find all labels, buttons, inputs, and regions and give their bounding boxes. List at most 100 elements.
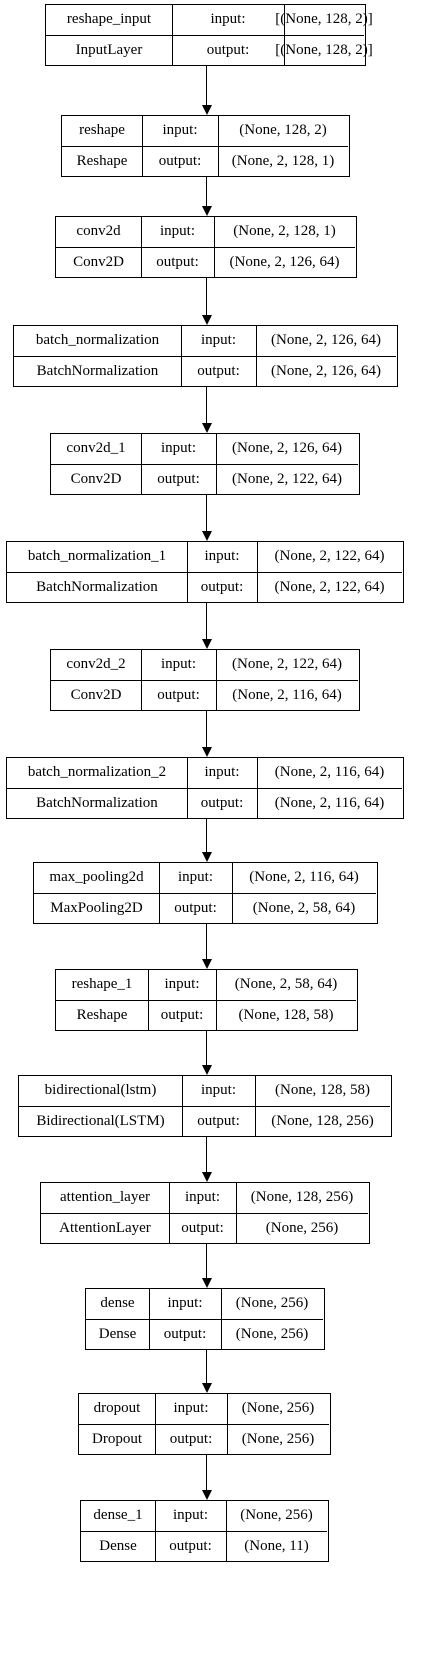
input-shape: (None, 2, 122, 64)	[232, 656, 342, 672]
output-label: output:	[157, 471, 200, 487]
input-shape: (None, 2, 126, 64)	[232, 440, 342, 456]
layer-node: bidirectional(lstm)Bidirectional(LSTM)in…	[18, 1075, 392, 1137]
output-label: output:	[160, 1007, 204, 1023]
connector-line	[206, 278, 207, 315]
arrow-head-icon	[202, 959, 212, 969]
input-shape: (None, 128, 256)	[250, 1189, 354, 1205]
input-label: input:	[160, 656, 196, 672]
output-shape: (None, 2, 58, 64)	[252, 900, 356, 916]
row-divider	[41, 1213, 368, 1214]
layer-name: dropout	[93, 1400, 141, 1416]
row-divider	[81, 1531, 327, 1532]
connector-line	[206, 1137, 207, 1172]
output-shape: (None, 256)	[235, 1326, 309, 1342]
output-label: output:	[197, 363, 240, 379]
input-shape: (None, 2, 116, 64)	[249, 869, 359, 885]
arrow-head-icon	[202, 852, 212, 862]
arrow-head-icon	[202, 315, 212, 325]
arrow-head-icon	[202, 1383, 212, 1393]
layer-type: Reshape	[76, 1007, 128, 1023]
arrow-head-icon	[202, 639, 212, 649]
input-label: input:	[184, 1189, 220, 1205]
input-label: input:	[200, 332, 236, 348]
layer-type: Dropout	[92, 1431, 142, 1447]
row-divider	[56, 247, 355, 248]
layer-name: max_pooling2d	[49, 869, 144, 885]
input-shape: (None, 2, 122, 64)	[274, 548, 385, 564]
layer-type: Reshape	[76, 153, 128, 169]
row-divider	[7, 572, 402, 573]
connector-line	[206, 66, 207, 105]
layer-type: Conv2D	[73, 254, 124, 270]
layer-type: Conv2D	[70, 687, 122, 703]
row-divider	[51, 464, 358, 465]
input-label: input:	[177, 869, 213, 885]
connector-line	[206, 1350, 207, 1383]
row-divider	[51, 680, 358, 681]
layer-name: reshape	[79, 122, 125, 138]
row-divider	[79, 1424, 329, 1425]
input-shape: (None, 2, 126, 64)	[271, 332, 381, 348]
layer-type: BatchNormalization	[36, 795, 158, 811]
input-shape: (None, 128, 58)	[275, 1082, 370, 1098]
input-label: input:	[160, 440, 196, 456]
connector-line	[206, 1455, 207, 1490]
output-shape: (None, 256)	[241, 1431, 315, 1447]
input-label: input:	[164, 976, 200, 992]
layer-type: Dense	[98, 1326, 137, 1342]
output-label: output:	[197, 1113, 240, 1129]
output-label: output:	[200, 579, 244, 595]
output-shape: [(None, 128, 2)]	[275, 42, 373, 58]
connector-line	[206, 924, 207, 959]
output-label: output:	[156, 254, 199, 270]
connector-line	[206, 1244, 207, 1278]
input-shape: (None, 128, 2)	[239, 122, 327, 138]
arrow-head-icon	[202, 747, 212, 757]
arrow-head-icon	[202, 423, 212, 433]
input-label: input:	[200, 1082, 236, 1098]
layer-type: Bidirectional(LSTM)	[36, 1113, 165, 1129]
output-shape: (None, 2, 116, 64)	[232, 687, 342, 703]
layer-name: conv2d_1	[66, 440, 126, 456]
input-label: input:	[204, 548, 240, 564]
input-shape: (None, 2, 58, 64)	[234, 976, 338, 992]
layer-name: attention_layer	[60, 1189, 150, 1205]
output-shape: (None, 256)	[265, 1220, 339, 1236]
arrow-head-icon	[202, 206, 212, 216]
row-divider	[19, 1106, 390, 1107]
layer-type: Conv2D	[70, 471, 122, 487]
connector-line	[206, 177, 207, 206]
output-shape: (None, 2, 122, 64)	[232, 471, 342, 487]
input-shape: [(None, 128, 2)]	[275, 11, 373, 27]
input-label: input:	[162, 122, 198, 138]
layer-type: Dense	[99, 1538, 137, 1554]
connector-line	[206, 711, 207, 747]
connector-line	[206, 603, 207, 639]
arrow-head-icon	[202, 531, 212, 541]
input-label: input:	[210, 11, 246, 27]
row-divider	[86, 1319, 323, 1320]
input-label: input:	[173, 1400, 209, 1416]
output-label: output:	[206, 42, 250, 58]
layer-type: AttentionLayer	[59, 1220, 151, 1236]
output-shape: (None, 11)	[244, 1538, 309, 1554]
arrow-head-icon	[202, 1065, 212, 1075]
input-label: input:	[167, 1295, 203, 1311]
connector-line	[206, 1031, 207, 1065]
row-divider	[34, 893, 376, 894]
input-shape: (None, 256)	[235, 1295, 309, 1311]
layer-name: conv2d	[76, 223, 121, 239]
arrow-head-icon	[202, 105, 212, 115]
